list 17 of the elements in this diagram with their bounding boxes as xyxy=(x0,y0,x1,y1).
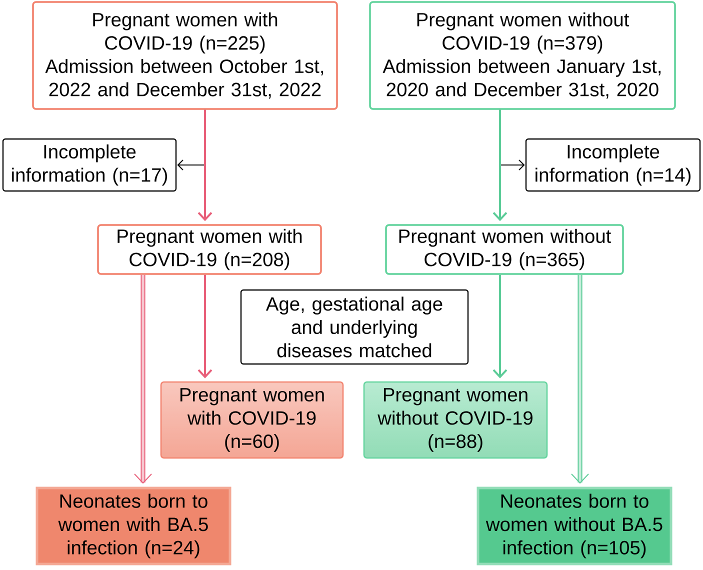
arrow xyxy=(198,110,212,222)
criteria-box: Age, gestational age and underlying diseases matched xyxy=(240,289,469,365)
process-box: Pregnant women without COVID-19 (n=379) Admission between January 1st, 2020 and December 31st, 2020 xyxy=(369,1,676,110)
exclusion-box: Incomplete information (n=14) xyxy=(525,138,701,192)
arrow xyxy=(492,110,508,222)
exclusion-box: Incomplete information (n=17) xyxy=(2,138,177,192)
process-box: Pregnant women with COVID-19 (n=60) xyxy=(160,381,344,459)
outcome-box: Neonates born to women with BA.5 infection (n=24) xyxy=(36,486,232,566)
double-arrow xyxy=(571,274,589,484)
arrow xyxy=(198,274,212,378)
arrow xyxy=(492,274,508,378)
process-box: Pregnant women without COVID-19 (n=365) xyxy=(385,224,624,275)
process-box: Pregnant women without COVID-19 (n=88) xyxy=(363,381,548,459)
outcome-box: Neonates born to women without BA.5 infection (n=105) xyxy=(476,486,672,566)
process-box: Pregnant women with COVID-19 (n=208) xyxy=(97,224,322,275)
process-box: Pregnant women with COVID-19 (n=225) Admission between October 1st, 2022 and December 31st, 2022 xyxy=(32,1,338,110)
double-arrow xyxy=(134,274,152,484)
